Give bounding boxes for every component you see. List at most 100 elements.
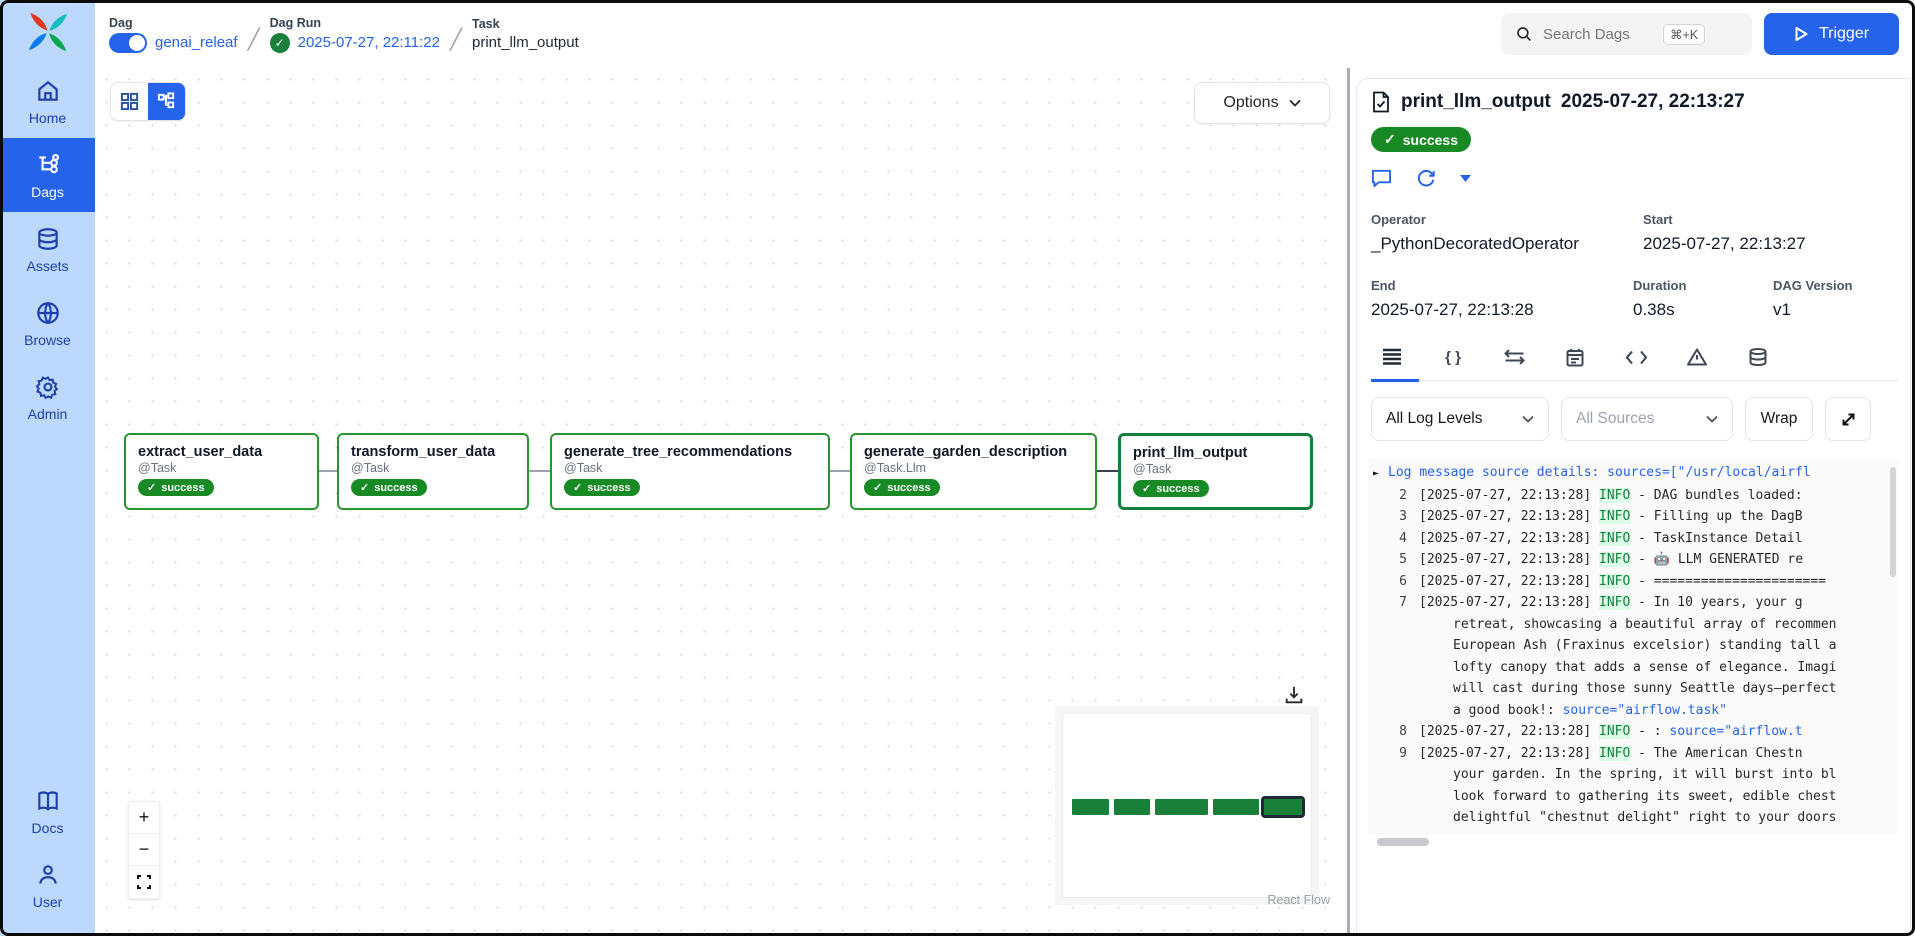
log-controls: All Log Levels All Sources Wrap — [1371, 397, 1898, 441]
clear-task-button[interactable] — [1416, 168, 1436, 188]
expand-logs-button[interactable] — [1825, 397, 1871, 441]
braces-icon: { } — [1445, 348, 1461, 366]
dag-run-link[interactable]: 2025-07-27, 22:11:22 — [297, 34, 440, 51]
view-toggle — [110, 82, 186, 121]
log-lines-icon — [1382, 348, 1402, 366]
log-expander-icon: ► — [1373, 468, 1380, 479]
operator-value: _PythonDecoratedOperator — [1371, 234, 1579, 253]
sidebar-item-browse[interactable]: Browse — [0, 286, 95, 360]
sidebar-item-user[interactable]: User — [0, 848, 95, 922]
download-icon — [1283, 684, 1307, 706]
task-node-print-llm-output[interactable]: print_llm_output @Task ✓success — [1118, 433, 1313, 510]
dag-pause-toggle[interactable] — [109, 32, 147, 53]
search-shortcut-kbd: ⌘+K — [1663, 23, 1706, 45]
log-line: 8[2025-07-27, 22:13:28] INFO - : source=… — [1399, 724, 1803, 739]
log-source-select[interactable]: All Sources — [1561, 397, 1733, 441]
sidebar-item-home[interactable]: Home — [0, 64, 95, 138]
graph-minimap[interactable] — [1062, 713, 1312, 898]
task-doc-icon — [1371, 91, 1391, 113]
tab-xcom[interactable]: { } — [1442, 346, 1464, 368]
task-status-badge: ✓ success — [1371, 127, 1472, 152]
tab-code[interactable] — [1625, 346, 1647, 368]
task-details-row-2: End 2025-07-27, 22:13:28 Duration 0.38s … — [1371, 278, 1898, 320]
log-line: European Ash (Fraxinus excelsior) standi… — [1453, 638, 1837, 653]
minimap-node — [1113, 799, 1150, 815]
dag-version-label: DAG Version — [1773, 278, 1853, 293]
minimap-node — [1212, 799, 1260, 815]
status-badge: ✓success — [138, 479, 214, 496]
trigger-button[interactable]: Trigger — [1764, 13, 1899, 55]
panel-splitter[interactable] — [1344, 68, 1352, 936]
wrap-button[interactable]: Wrap — [1745, 397, 1813, 441]
search-input[interactable] — [1543, 25, 1653, 43]
sidebar-item-dags[interactable]: Dags — [0, 138, 95, 212]
dag-name-link[interactable]: genai_releaf — [155, 34, 238, 51]
log-level-select[interactable]: All Log Levels — [1371, 397, 1549, 441]
task-title-row: print_llm_output 2025-07-27, 22:13:27 — [1371, 91, 1898, 113]
check-icon: ✓ — [147, 482, 157, 494]
task-node-generate-garden-description[interactable]: generate_garden_description @Task.Llm ✓s… — [850, 433, 1097, 510]
minimap-node-selected — [1261, 796, 1305, 818]
sidebar-item-docs[interactable]: Docs — [0, 774, 95, 848]
end-value: 2025-07-27, 22:13:28 — [1371, 300, 1534, 319]
grid-icon — [120, 92, 139, 111]
task-tabs: { } — [1371, 346, 1898, 382]
log-line: will cast during those sunny Seattle day… — [1453, 681, 1837, 696]
sidebar-item-label: Admin — [27, 406, 68, 422]
check-icon: ✓ — [1142, 483, 1152, 495]
log-line: 5[2025-07-27, 22:13:28] INFO - 🤖 LLM GEN… — [1399, 552, 1804, 567]
log-horizontal-scrollbar[interactable] — [1371, 837, 1898, 847]
options-dropdown[interactable]: Options — [1194, 82, 1330, 124]
zoom-in-button[interactable]: + — [129, 802, 159, 834]
minimap-node — [1072, 799, 1109, 815]
search-icon — [1515, 25, 1533, 43]
log-line: ►Log message source details: sources=["/… — [1373, 465, 1811, 480]
graph-view-button[interactable] — [148, 83, 185, 120]
log-viewer[interactable]: ►Log message source details: sources=["/… — [1368, 457, 1898, 835]
log-line: 3[2025-07-27, 22:13:28] INFO - Filling u… — [1399, 509, 1803, 524]
task-node-transform-user-data[interactable]: transform_user_data @Task ✓success — [337, 433, 529, 510]
breadcrumb-dag: Dag genai_releaf — [109, 16, 238, 53]
tab-task-instances[interactable] — [1503, 346, 1525, 368]
expand-icon — [1840, 411, 1857, 428]
breadcrumb-task-label: Task — [472, 17, 500, 31]
sidebar-item-label: User — [32, 894, 63, 910]
fit-view-icon — [137, 875, 151, 889]
tab-warnings[interactable] — [1686, 346, 1708, 368]
tab-logs[interactable] — [1381, 346, 1403, 368]
download-graph-button[interactable] — [1283, 684, 1307, 708]
end-label: End — [1371, 278, 1396, 293]
task-node-generate-tree-recommendations[interactable]: generate_tree_recommendations @Task ✓suc… — [550, 433, 830, 510]
graph-edge — [529, 470, 550, 472]
sidebar-item-assets[interactable]: Assets — [0, 212, 95, 286]
log-line: retreat, showcasing a beautiful array of… — [1453, 616, 1837, 632]
sidebar-item-label: Home — [28, 110, 67, 126]
graph-canvas[interactable]: Options extract_user_data @Task ✓success… — [95, 68, 1344, 936]
task-detail-panel: print_llm_output 2025-07-27, 22:13:27 ✓ … — [1352, 68, 1915, 936]
add-note-button[interactable] — [1371, 168, 1392, 188]
search-dags-box[interactable]: ⌘+K — [1501, 13, 1752, 55]
status-badge: ✓success — [1133, 480, 1209, 497]
tab-events[interactable] — [1564, 346, 1586, 368]
grid-view-button[interactable] — [111, 83, 148, 120]
breadcrumb-dag-run: Dag Run ✓ 2025-07-27, 22:11:22 — [269, 16, 440, 53]
minimap-nodes — [1072, 796, 1305, 818]
log-vertical-scrollbar[interactable] — [1890, 467, 1896, 577]
home-icon — [35, 78, 61, 104]
start-label: Start — [1643, 212, 1673, 227]
tab-asset-events[interactable] — [1747, 346, 1769, 368]
more-actions-button[interactable] — [1460, 174, 1471, 182]
check-icon: ✓ — [873, 482, 883, 494]
duration-value: 0.38s — [1633, 300, 1675, 319]
task-name-value: print_llm_output — [472, 34, 579, 51]
status-badge: ✓success — [351, 479, 427, 496]
zoom-out-button[interactable]: − — [129, 834, 159, 866]
log-line: 7[2025-07-27, 22:13:28] INFO - In 10 yea… — [1399, 595, 1803, 610]
sidebar-item-admin[interactable]: Admin — [0, 360, 95, 434]
task-node-extract-user-data[interactable]: extract_user_data @Task ✓success — [124, 433, 319, 510]
chevron-down-icon — [1706, 415, 1718, 423]
fit-view-button[interactable] — [129, 866, 159, 898]
log-line: 6[2025-07-27, 22:13:28] INFO - =========… — [1399, 573, 1826, 589]
play-icon — [1794, 26, 1809, 42]
